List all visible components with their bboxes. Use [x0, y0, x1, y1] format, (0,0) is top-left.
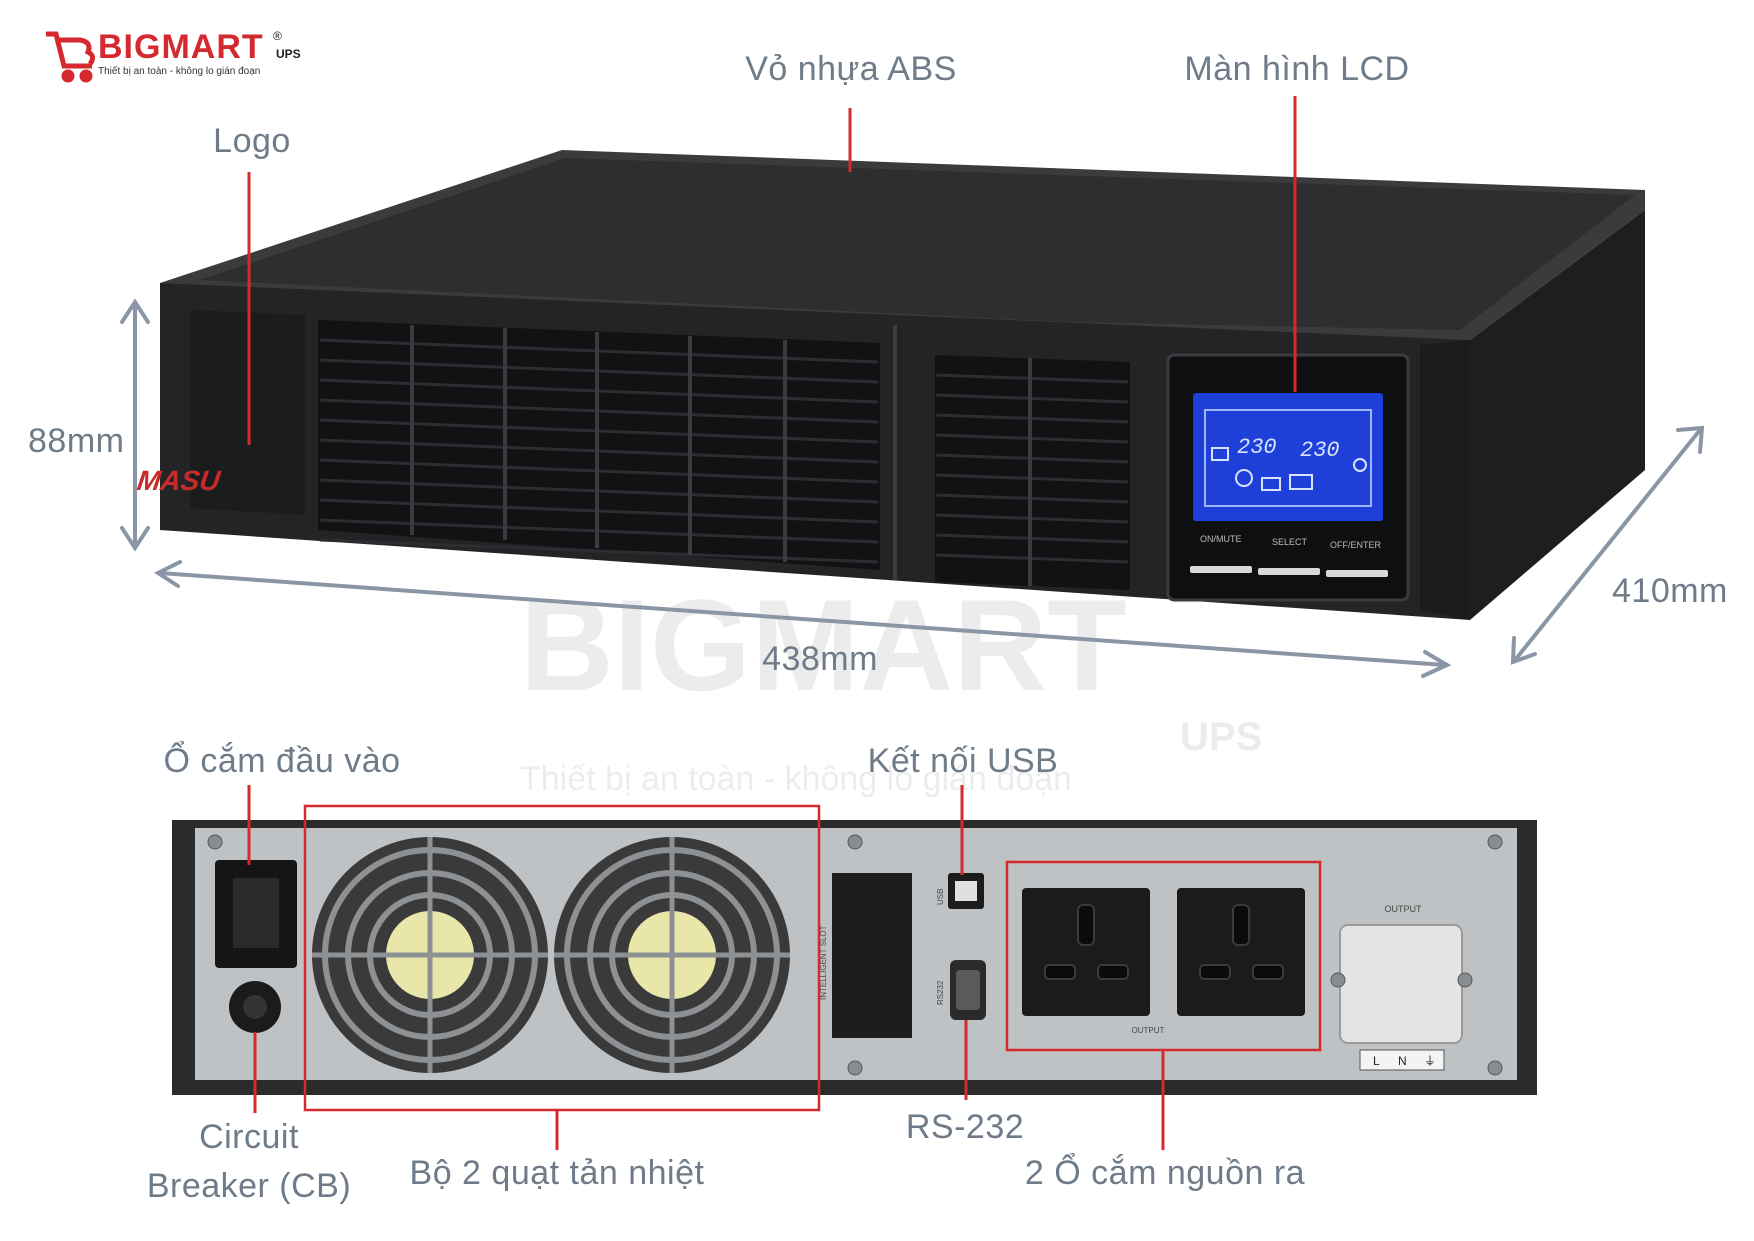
output-terminal-title: OUTPUT: [1385, 904, 1423, 914]
lcd-icons: [1211, 447, 1367, 491]
cooling-fan-right: [554, 837, 790, 1073]
button-label-select: SELECT: [1272, 537, 1308, 547]
brand-suffix: UPS: [276, 47, 301, 61]
brand-logo: BIGMART ® UPS Thiết bị an toàn - không l…: [46, 28, 301, 83]
brand-tagline: Thiết bị an toàn - không lo gián đoạn: [98, 65, 260, 77]
ups-front-view: MASU: [135, 150, 1645, 620]
lcd-inner-frame: [1204, 409, 1372, 507]
label-breaker-line1: Circuit: [199, 1118, 299, 1156]
output-group-label: OUTPUT: [1132, 1026, 1165, 1035]
brand-registered: ®: [273, 29, 282, 43]
output-socket-1: [1022, 888, 1150, 1016]
usb-port-slot: [955, 881, 977, 901]
button-label-off: OFF/ENTER: [1330, 540, 1381, 550]
ups-top-highlight: [200, 158, 1635, 330]
front-vent-grille-right: [935, 355, 1130, 590]
rs232-pins: [956, 970, 980, 1010]
label-breaker-line2: Breaker (CB): [146, 1167, 352, 1205]
brand-name: BIGMART: [98, 28, 264, 66]
label-width: 438mm: [762, 640, 878, 678]
rs232-port-label: RS232: [936, 980, 945, 1005]
label-usb: Kết nối USB: [867, 742, 1059, 780]
socket-holes: [1044, 904, 1284, 980]
breaker-knob: [243, 995, 267, 1019]
watermark-tagline: Thiết bị an toàn - không lo gián đoạn: [520, 760, 1072, 798]
terminal-ground: ⏚: [1424, 1054, 1436, 1068]
lcd-screen: [1193, 393, 1383, 521]
label-fans: Bộ 2 quạt tản nhiệt: [409, 1154, 705, 1192]
ups-right-side: [1470, 210, 1645, 620]
front-right-bezel: [1420, 340, 1470, 620]
watermark-name: BIGMART: [520, 580, 1127, 718]
label-input-socket: Ổ cắm đầu vào: [163, 742, 401, 780]
width-arrow: [158, 571, 1447, 667]
watermark: BIGMART UPS Thiết bị an toàn - không lo …: [520, 580, 1262, 798]
label-lcd: Màn hình LCD: [1184, 50, 1410, 88]
rear-screws: [207, 834, 1503, 1076]
intelligent-slot: [832, 873, 912, 1038]
dimension-arrows: [120, 298, 1705, 678]
lcd-readout-right: 230: [1300, 438, 1340, 463]
label-height: 88mm: [28, 422, 125, 460]
fans-highlight-box: [303, 804, 821, 1112]
label-logo: Logo: [213, 122, 291, 160]
output-terminal-cover: [1339, 924, 1463, 1044]
lcd-readout-left: 230: [1237, 435, 1277, 460]
control-buttons: ON/MUTE SELECT OFF/ENTER: [1190, 534, 1388, 577]
vent-dividers: [410, 325, 787, 562]
label-depth: 410mm: [1612, 572, 1728, 610]
cooling-fan-left: [312, 837, 548, 1073]
button-label-on: ON/MUTE: [1200, 534, 1242, 544]
select-button[interactable]: [1258, 568, 1320, 575]
usb-port-label: USB: [936, 889, 945, 905]
callout-lines: [247, 96, 1297, 1150]
terminal-l: L: [1373, 1054, 1380, 1068]
intelligent-slot-label: INTELLIGENT SLOT: [819, 925, 828, 1000]
label-output-sockets: 2 Ổ cắm nguồn ra: [1024, 1154, 1306, 1192]
terminal-n: N: [1398, 1054, 1407, 1068]
input-socket-slot: [233, 878, 279, 948]
depth-arrow: [1513, 428, 1702, 662]
label-shell: Vỏ nhựa ABS: [745, 50, 957, 88]
output-socket-2: [1177, 888, 1305, 1016]
cart-icon: [46, 31, 96, 83]
on-mute-button[interactable]: [1190, 566, 1252, 573]
label-rs232: RS-232: [905, 1108, 1025, 1146]
terminal-strip: [1359, 1049, 1445, 1071]
front-logo-text: MASU: [135, 465, 222, 496]
watermark-suffix: UPS: [1180, 715, 1262, 759]
ups-rear-view: INTELLIGENT SLOT USB RS232 OUTPUT OUTPUT…: [172, 820, 1537, 1095]
off-enter-button[interactable]: [1326, 570, 1388, 577]
